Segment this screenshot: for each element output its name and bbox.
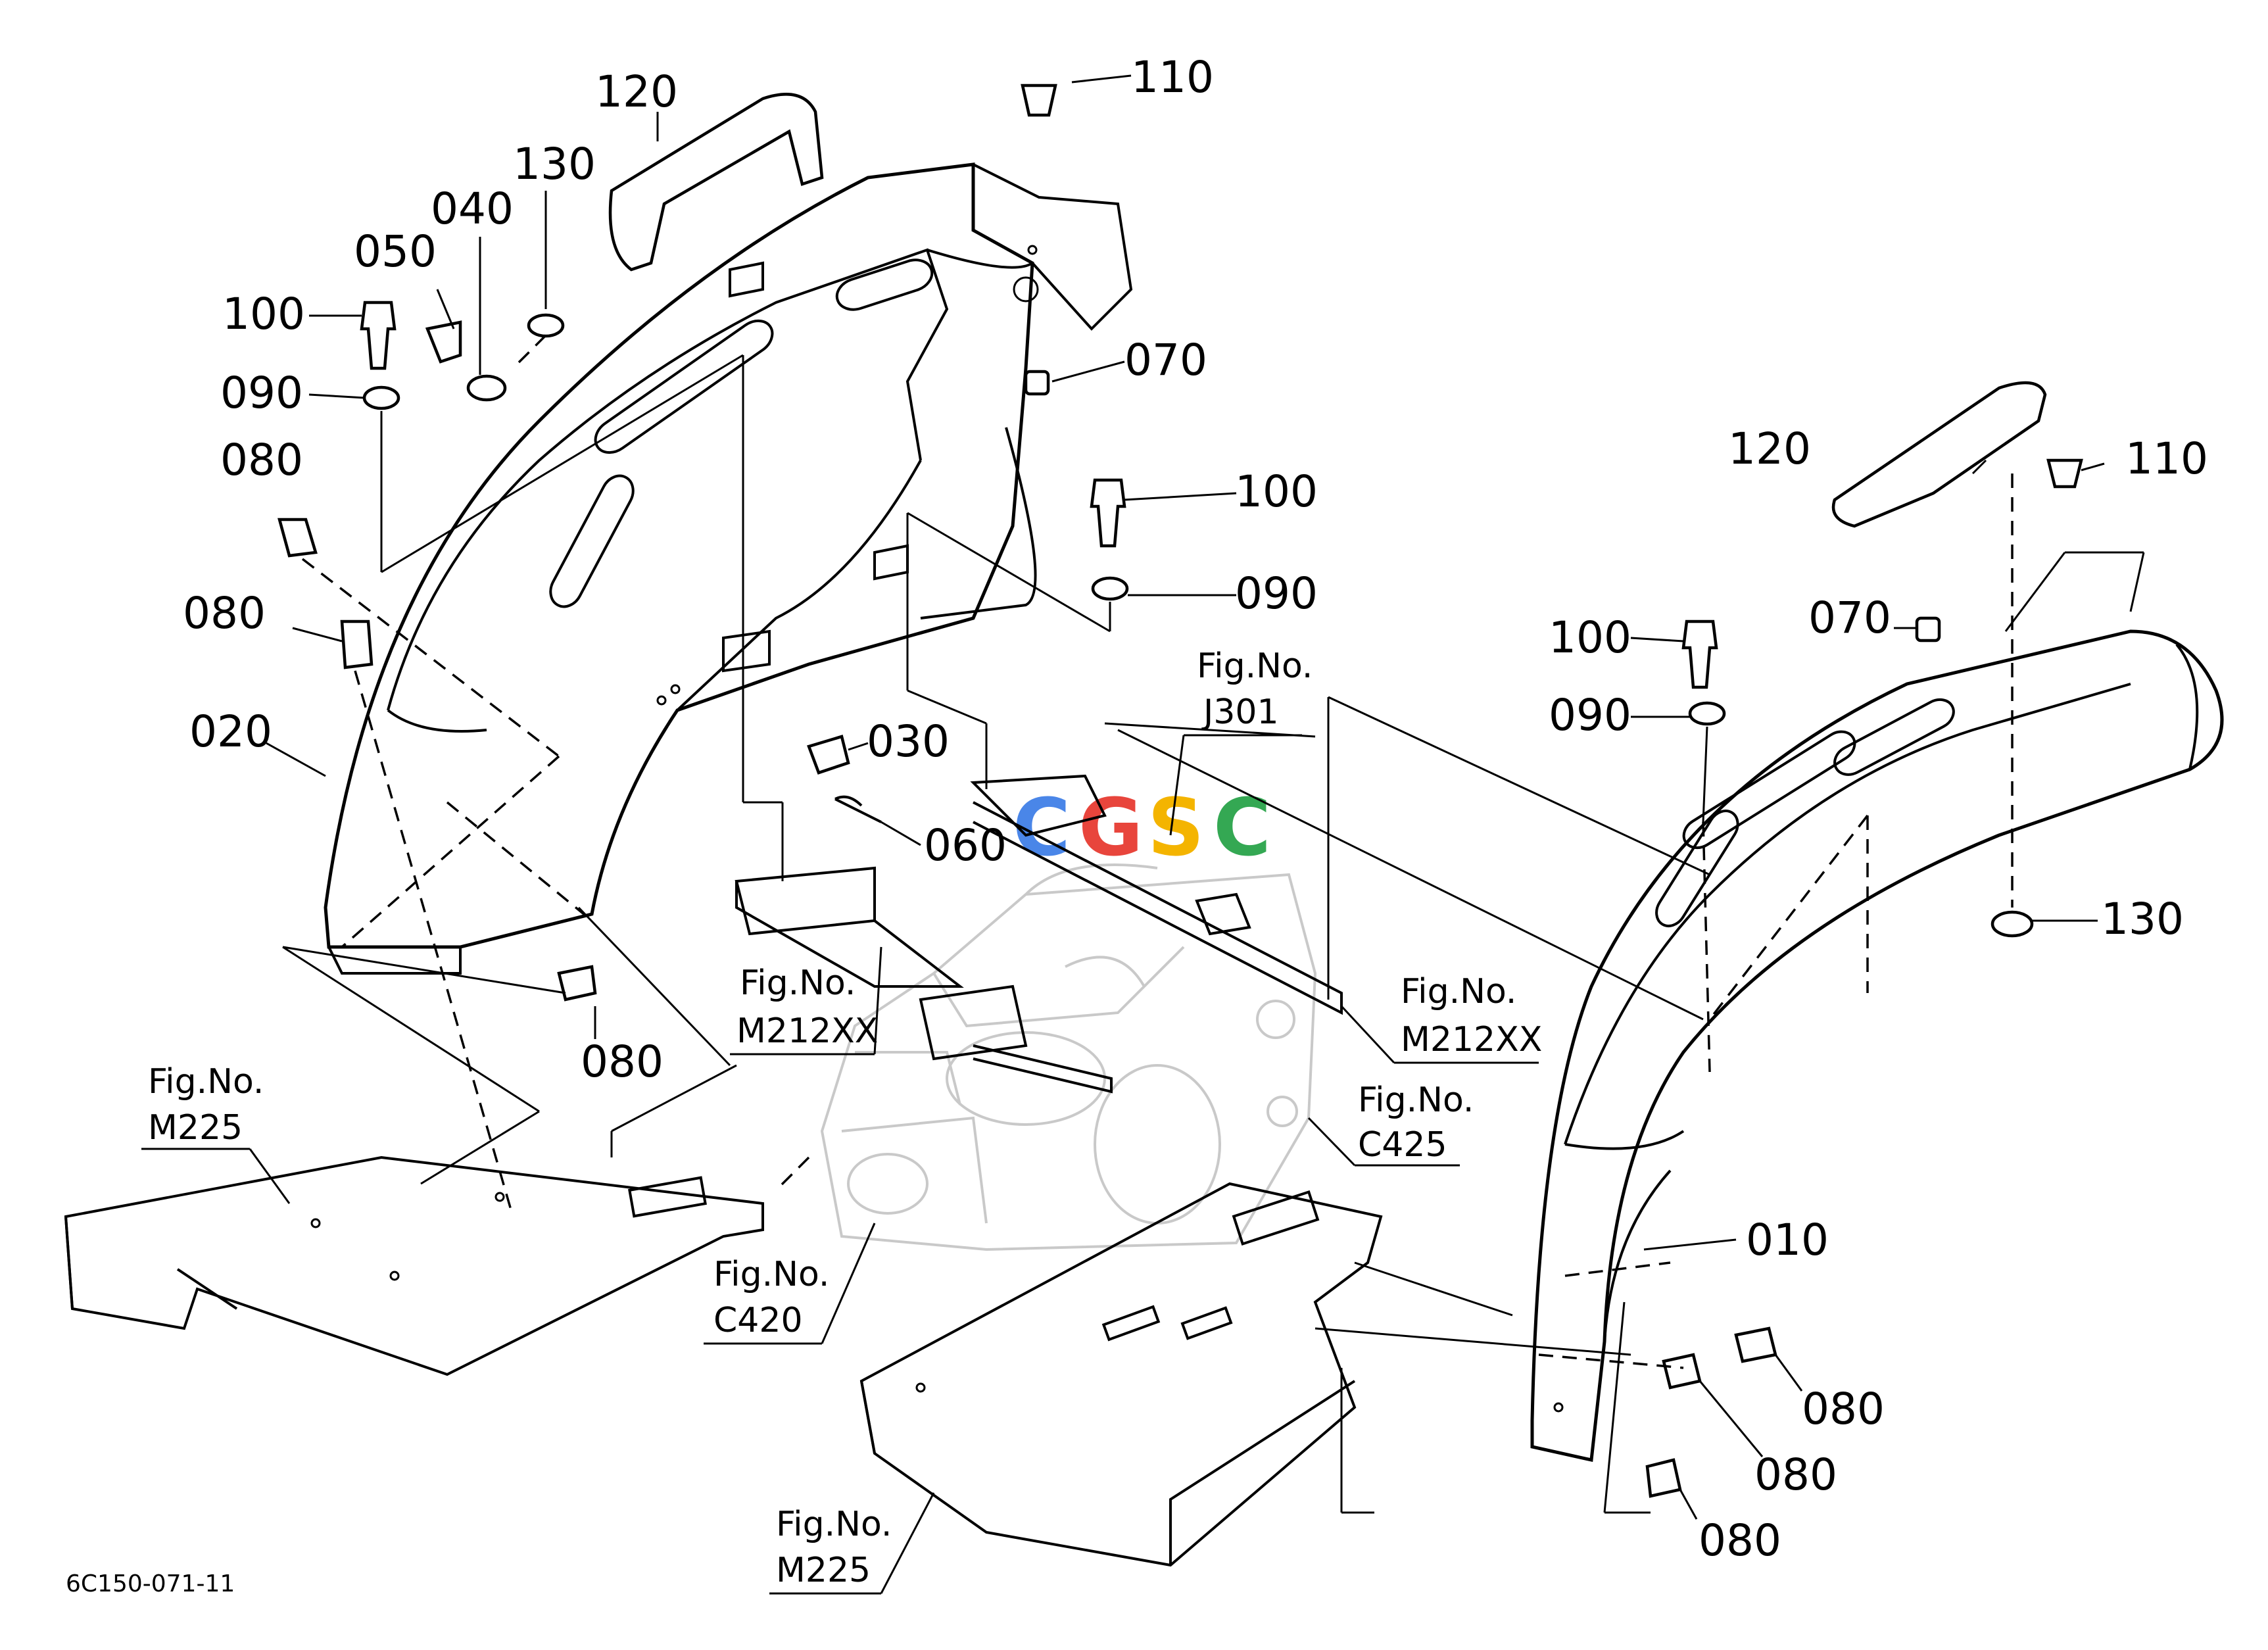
grommet-130-left [527,313,565,338]
document-code: 6C150-071-11 [66,1570,235,1597]
fig-prefix-m212-left: Fig.No. [740,963,856,1003]
fig-prefix-c425: Fig.No. [1358,1080,1474,1120]
fig-prefix-j301: Fig.No. [1197,646,1313,686]
label-090-a: 090 [220,368,303,418]
label-040: 040 [431,183,514,234]
grommet-090-b [1091,576,1129,601]
label-110-left: 110 [1131,52,1214,103]
label-100-b: 100 [1235,466,1318,517]
plug-080-a [277,518,318,558]
label-020: 020 [189,706,272,757]
hardware-parts [277,84,2083,1498]
fig-ref-m212-left: M212XX [736,1011,878,1051]
bolt-100-a [360,301,397,370]
label-120-left: 120 [595,66,678,117]
label-030: 030 [867,716,950,767]
fig-prefix-m225-left: Fig.No. [148,1062,264,1102]
label-080-a: 080 [220,435,303,485]
bolt-100-c [1681,619,1718,689]
label-090-b: 090 [1235,568,1318,619]
grommet-090-a [362,385,400,410]
grommet-090-c [1688,701,1726,726]
handle-120-left [608,93,824,272]
clip-030 [807,735,850,775]
plug-080-b [340,619,374,669]
label-070-right: 070 [1808,593,1891,643]
grommet-130-right [1991,910,2034,938]
left-fender-020 [324,162,1133,975]
label-120-right: 120 [1728,424,1811,474]
fig-prefix-m212-right: Fig.No. [1401,972,1516,1011]
part-labels: 120 110 130 040 050 100 090 080 080 020 … [183,52,2208,1566]
plug-080-f [1645,1458,1682,1498]
nut-070-left [1024,370,1050,396]
watermark-letter-2: G [1078,783,1144,874]
plug-110-right [2046,458,2083,489]
handle-120-right [1831,381,2047,528]
figure-references: Fig.No. J301 Fig.No. M212XX Fig.No. M212… [148,646,1542,1590]
label-080-b: 080 [183,588,266,639]
nut-070-right [1915,616,1941,643]
fig-prefix-c420: Fig.No. [713,1255,829,1294]
watermark-letter-4: C [1213,783,1271,874]
fig-ref-c425: C425 [1358,1125,1447,1165]
label-060: 060 [924,820,1007,871]
right-fender-010 [1530,629,2224,1463]
fig-ref-m212-right: M212XX [1401,1020,1542,1059]
label-080-d: 080 [1802,1384,1885,1434]
label-010: 010 [1746,1215,1829,1265]
fig-ref-c420: C420 [713,1301,803,1340]
label-130-right: 130 [2101,894,2184,944]
label-080-e: 080 [1754,1449,1837,1500]
plug-080-d [1734,1326,1777,1363]
plug-080-c [557,965,597,1002]
fig-ref-m225-bottom: M225 [776,1551,871,1590]
label-080-f: 080 [1699,1515,1781,1566]
right-step-plate [859,1182,1383,1567]
left-step-plate [64,1155,764,1376]
label-130-left: 130 [513,139,596,189]
transmission-housing-ghost [820,863,1317,1251]
washer-040 [466,374,507,402]
plug-080-e [1662,1353,1702,1390]
bolt-100-b [1090,478,1126,548]
label-090-c: 090 [1549,690,1631,740]
plug-110-left [1021,84,1057,117]
label-070-left: 070 [1124,335,1207,385]
pin-060 [834,795,882,823]
fig-prefix-m225-bottom: Fig.No. [776,1505,892,1544]
label-050: 050 [354,226,437,277]
fig-ref-j301: J301 [1201,692,1279,732]
label-110-right: 110 [2125,433,2208,484]
leader-lines [141,74,2105,1595]
label-100-c: 100 [1549,612,1631,663]
assembly-lines [282,334,2145,1514]
fig-ref-m225-left: M225 [148,1108,243,1148]
label-080-c: 080 [581,1036,664,1087]
label-100-a: 100 [222,289,305,339]
knob-050 [425,320,462,364]
